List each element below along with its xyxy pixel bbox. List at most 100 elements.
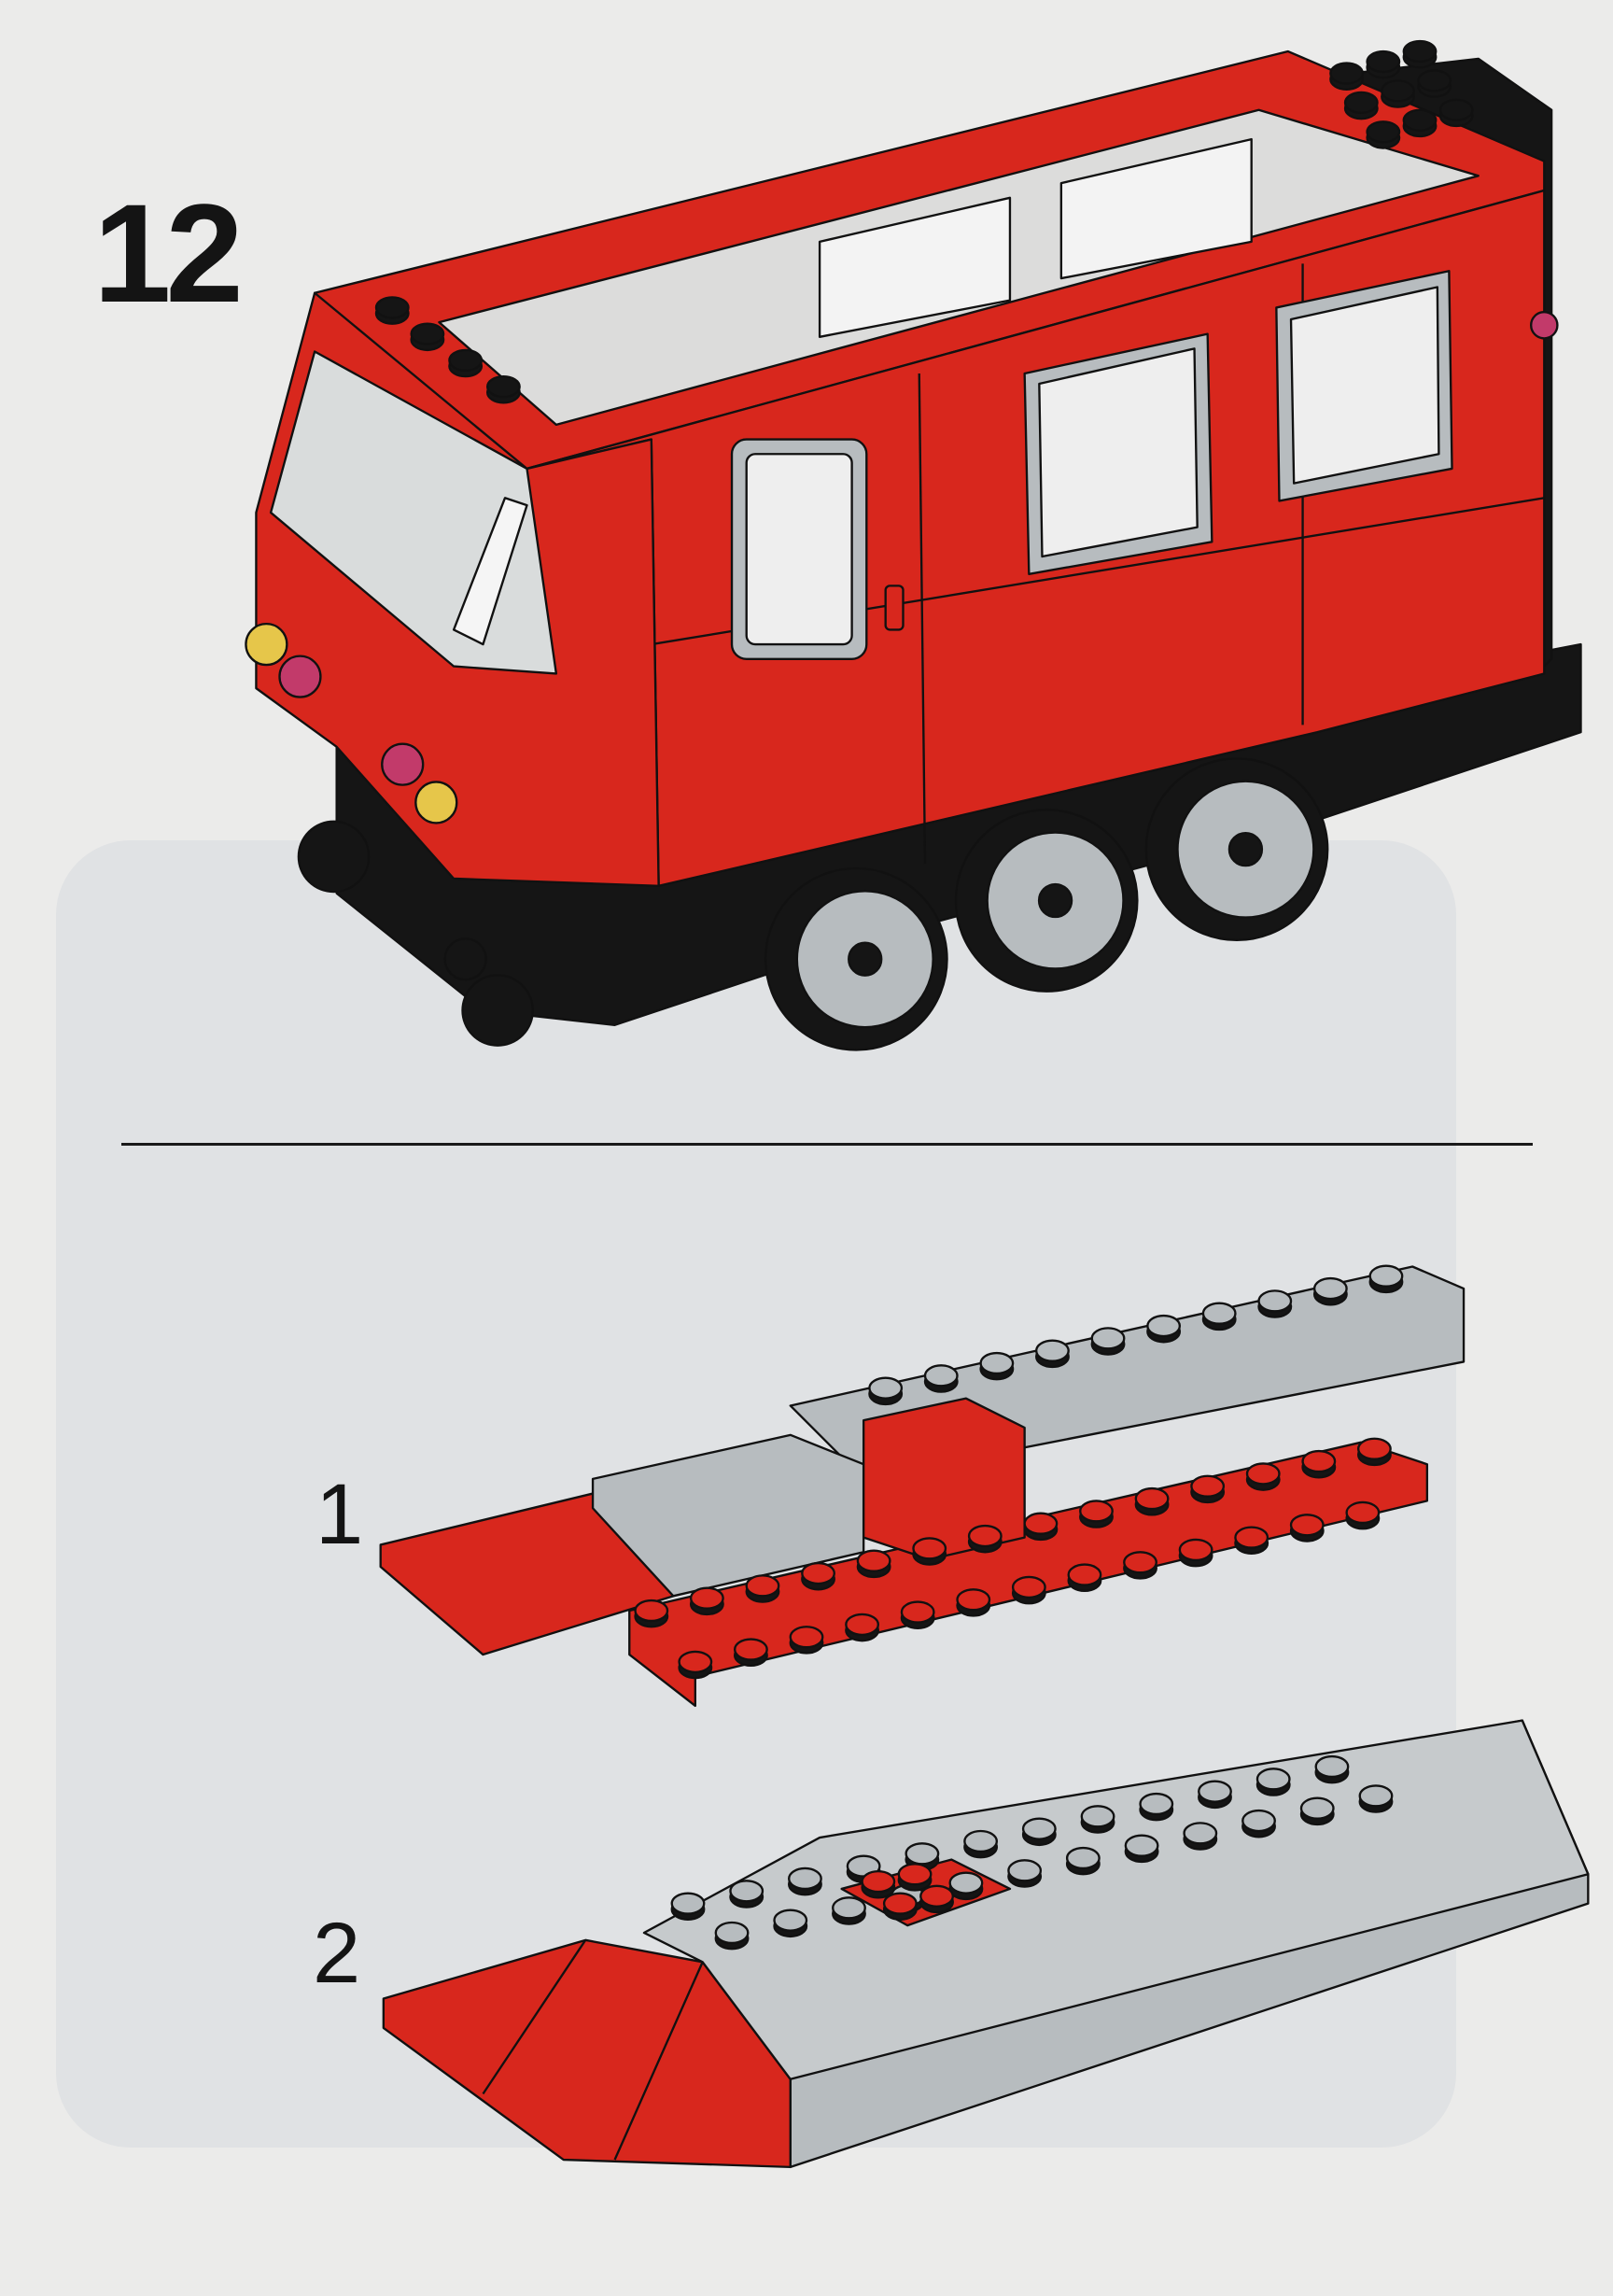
stud [485, 374, 521, 399]
stud [1366, 120, 1401, 144]
stud [1312, 1276, 1348, 1301]
wheel-axle [1227, 831, 1264, 867]
door-window-pane [745, 453, 853, 646]
stud [801, 1561, 835, 1585]
stud [1257, 1289, 1293, 1313]
stud [923, 1364, 959, 1387]
stud [919, 1884, 954, 1908]
stud [1366, 49, 1401, 74]
side-window-2-pane [1289, 286, 1440, 485]
stud [678, 1650, 713, 1674]
stud [714, 1921, 750, 1945]
stud [1190, 1474, 1226, 1498]
door-seam [918, 373, 927, 865]
substep-label-1: 1 [316, 1467, 364, 1562]
section-divider [121, 1143, 1533, 1146]
substep-label-2: 2 [313, 1906, 361, 2001]
interior-window-1 [818, 196, 1012, 338]
stud [788, 1866, 822, 1891]
wheels [297, 757, 1329, 1051]
stud [1358, 1784, 1394, 1808]
stud [948, 1871, 984, 1895]
stud [1011, 1575, 1046, 1599]
headlight-magenta [278, 655, 322, 698]
side-window-1-pane [1038, 347, 1199, 558]
stud [1035, 1339, 1070, 1362]
slope-edge [482, 1939, 587, 2095]
stud [634, 1599, 669, 1623]
stud [1021, 1817, 1057, 1840]
substep-1-studs [634, 1264, 1404, 1680]
stud [912, 1537, 947, 1560]
stud [1343, 91, 1379, 115]
stud [374, 296, 410, 319]
stud [1080, 1805, 1115, 1828]
train-assembly [245, 39, 1582, 1051]
buffer-wheel [461, 974, 534, 1047]
stud [1289, 1514, 1325, 1537]
stud [745, 1574, 780, 1598]
stud [868, 1376, 904, 1400]
substep-2-assembly [382, 1719, 1590, 2169]
stud [1201, 1302, 1237, 1325]
stud [1245, 1462, 1281, 1486]
stud [905, 1842, 940, 1866]
slope-edge [613, 1961, 704, 2161]
stud [689, 1586, 724, 1610]
stud [1381, 79, 1415, 103]
stud [1368, 1264, 1404, 1288]
stud [1067, 1563, 1102, 1586]
stud [670, 1892, 706, 1915]
stud [1241, 1809, 1276, 1833]
wheel-axle [1037, 882, 1073, 919]
stud [1417, 69, 1452, 92]
stud [832, 1896, 866, 1920]
stud [967, 1524, 1003, 1548]
stud [1007, 1859, 1043, 1882]
headlight-yellow [245, 622, 288, 667]
stud [1139, 1792, 1174, 1816]
stud [733, 1638, 768, 1661]
stud [956, 1588, 991, 1612]
windscreen-glare [452, 497, 528, 646]
interior-window-2 [1059, 137, 1253, 280]
stud [1299, 1796, 1335, 1820]
stud [1402, 39, 1438, 63]
headlight-magenta [381, 742, 425, 786]
red-slope-front [382, 1938, 792, 2169]
stud [1146, 1314, 1182, 1338]
stud [900, 1600, 935, 1624]
stud [773, 1909, 808, 1932]
stud [1134, 1486, 1170, 1511]
wheel-axle [848, 941, 883, 977]
stud [856, 1549, 891, 1572]
gray-top-row [642, 1719, 1590, 2080]
stud [1090, 1327, 1126, 1350]
stud [410, 322, 445, 345]
stud [1023, 1512, 1059, 1535]
stud [1123, 1551, 1157, 1574]
stud [1178, 1538, 1213, 1562]
buffer-wheel [443, 937, 487, 981]
stud [1065, 1846, 1101, 1870]
stud [1234, 1526, 1269, 1549]
headlight-yellow [414, 781, 458, 824]
stud [1329, 62, 1365, 85]
stud [1402, 108, 1438, 132]
stud [845, 1613, 880, 1637]
door-handle [884, 585, 905, 631]
stud [979, 1351, 1015, 1375]
stud [1438, 98, 1474, 121]
stud [1314, 1754, 1350, 1779]
stud [1198, 1780, 1232, 1803]
step-number: 12 [93, 175, 244, 331]
substep-1-assembly [379, 1264, 1466, 1708]
stud [882, 1892, 918, 1915]
roof-studs [374, 39, 1474, 404]
red-block-center [862, 1397, 1026, 1561]
stud [1124, 1834, 1159, 1857]
stud [963, 1829, 999, 1853]
substep-2-studs [670, 1754, 1394, 1951]
stud [897, 1863, 933, 1886]
